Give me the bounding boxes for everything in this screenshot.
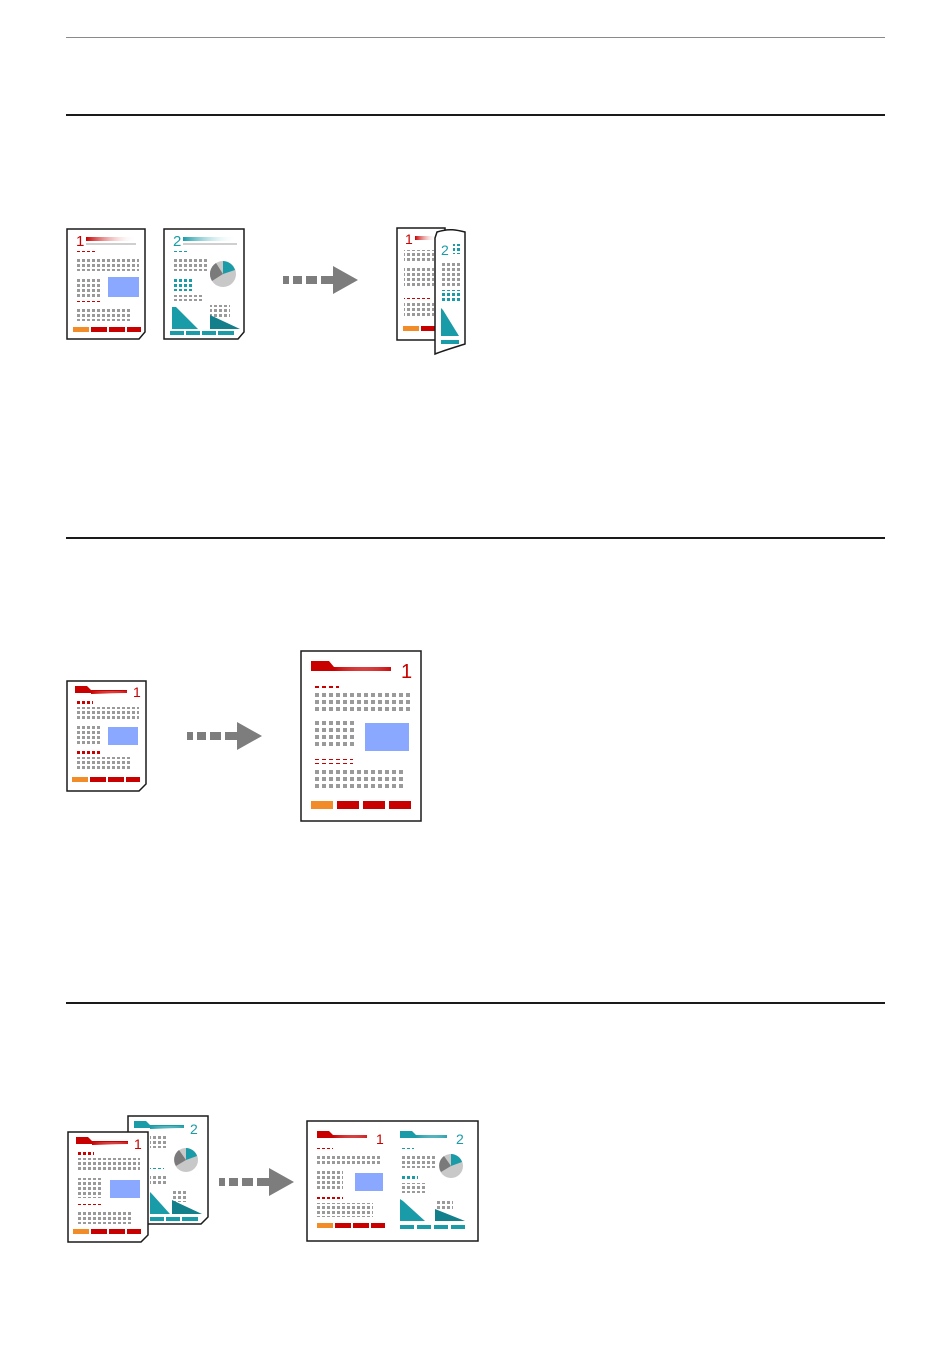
enlarge-copy-diagram: 1 1 (0, 645, 950, 830)
enlarged-page-icon: 1 (301, 651, 421, 821)
enlarge-copy-illustration: 1 1 (0, 645, 950, 830)
two-up-page-number-1: 1 (376, 1131, 384, 1147)
document-page-icon: 1 (67, 229, 145, 339)
enlarged-page-number: 1 (401, 661, 412, 683)
result-page-number-1: 1 (405, 231, 413, 247)
two-up-page-number-2: 2 (456, 1131, 464, 1147)
result-page-number-2: 2 (441, 242, 449, 258)
two-sided-copy-illustration: 1 2 (0, 220, 950, 360)
stack-page-number-1: 1 (134, 1136, 142, 1152)
document-page-icon: 2 (164, 229, 244, 339)
two-sided-copy-diagram: 1 2 (0, 220, 950, 360)
header-rule (66, 37, 885, 38)
arrow-right-icon (187, 722, 262, 750)
two-sided-page-icon: 1 2 (397, 228, 465, 354)
page-number-2: 2 (173, 233, 181, 250)
page-number-1: 1 (133, 684, 141, 700)
section-divider-1 (66, 114, 885, 116)
section-divider-3 (66, 1002, 885, 1004)
page-number-1: 1 (76, 233, 84, 250)
stack-page-number-2: 2 (190, 1121, 198, 1137)
two-up-sheet-icon: 1 2 (307, 1121, 478, 1241)
section-divider-2 (66, 537, 885, 539)
two-up-copy-illustration: 2 1 (0, 1110, 950, 1250)
two-up-copy-diagram: 2 1 (0, 1110, 950, 1250)
arrow-right-icon (219, 1168, 294, 1196)
arrow-right-icon (283, 266, 358, 294)
stacked-pages-icon: 2 1 (68, 1116, 208, 1242)
document-page-icon: 1 (67, 681, 146, 791)
